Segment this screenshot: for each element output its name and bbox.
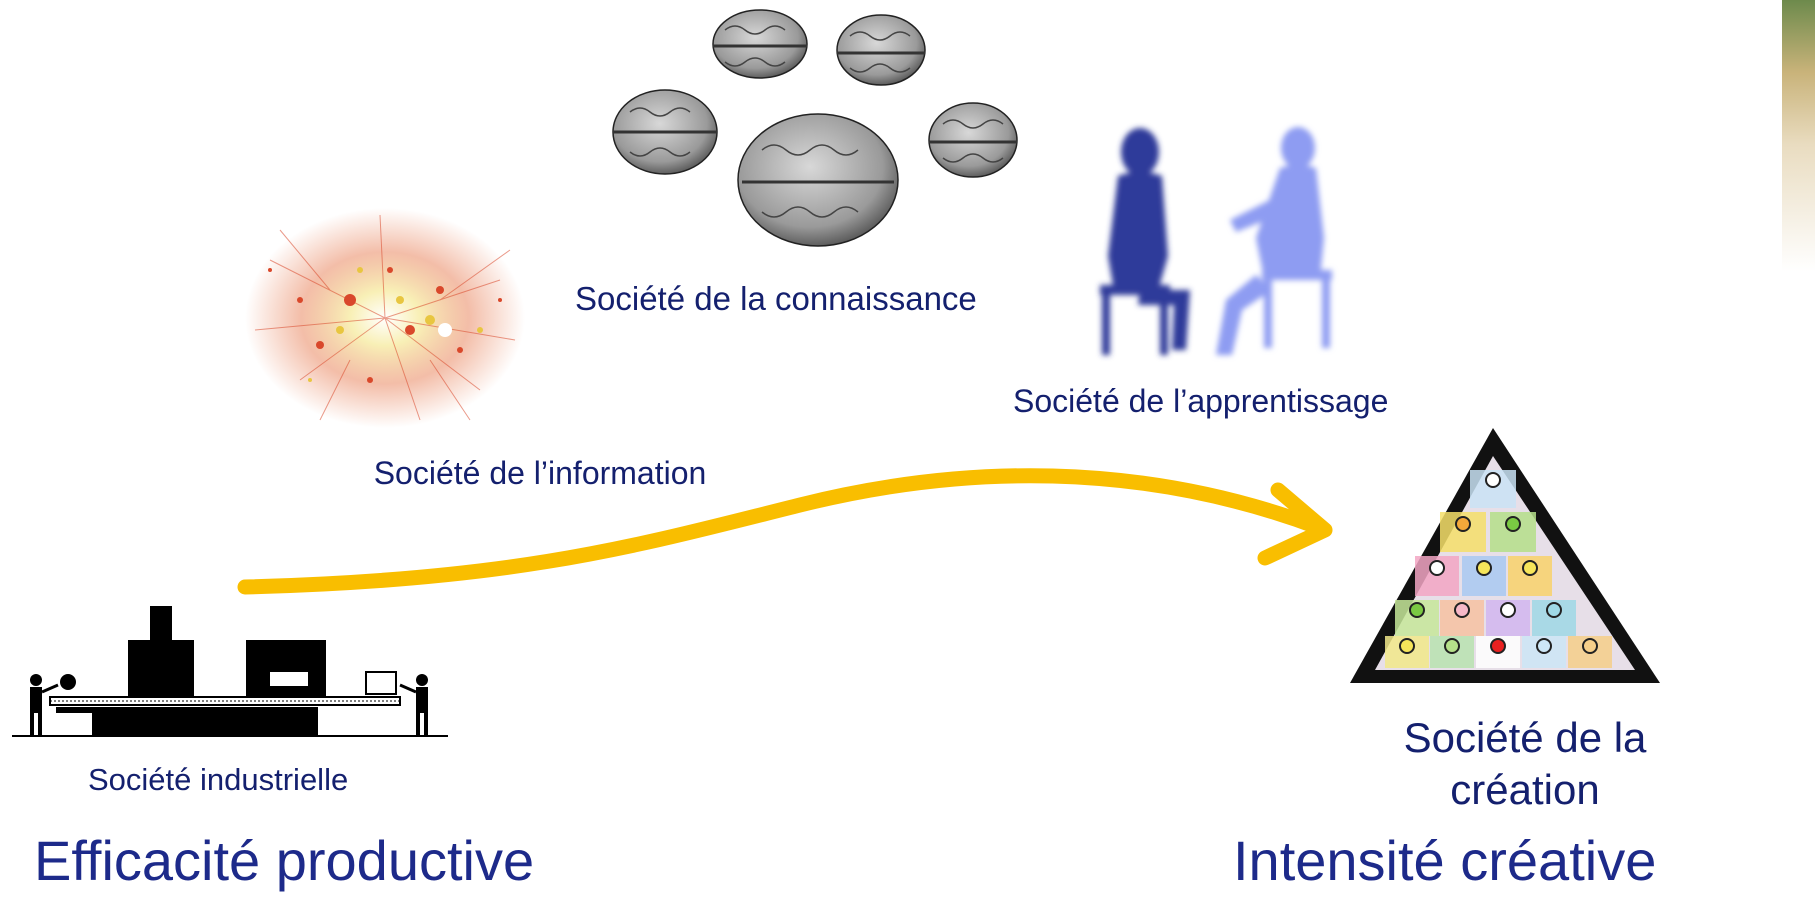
photo-edge-strip bbox=[1782, 0, 1815, 905]
outcome-productive-efficiency: Efficacité productive bbox=[34, 829, 535, 892]
label-creation-line-2: création bbox=[1450, 766, 1600, 813]
industrial-machine-image bbox=[12, 606, 448, 737]
label-learning-society: Société de l’apprentissage bbox=[1013, 383, 1389, 419]
brain-top-left-icon bbox=[712, 9, 808, 79]
label-knowledge-society: Société de la connaissance bbox=[575, 280, 977, 317]
outcome-creative-intensity: Intensité créative bbox=[1233, 829, 1657, 892]
seated-person-dark-icon bbox=[1100, 128, 1190, 355]
worker-left-icon bbox=[30, 674, 59, 736]
learning-silhouettes-image bbox=[1100, 127, 1332, 355]
brain-right-icon bbox=[928, 102, 1018, 178]
creation-pyramid-image bbox=[1350, 428, 1660, 683]
label-creation-society: Société de la création bbox=[1375, 712, 1675, 816]
brain-top-right-icon bbox=[836, 14, 926, 86]
knowledge-brains-image bbox=[612, 9, 1018, 247]
label-information-society: Société de l’information bbox=[373, 455, 707, 491]
seated-person-light-icon bbox=[1216, 127, 1332, 355]
worker-right-icon bbox=[399, 674, 428, 736]
brain-center-icon bbox=[737, 113, 899, 247]
brain-left-icon bbox=[612, 89, 718, 175]
progression-arrow bbox=[237, 468, 1333, 595]
label-industrial-society: Société industrielle bbox=[88, 762, 349, 797]
information-network-image bbox=[245, 208, 525, 428]
label-creation-line-1: Société de la bbox=[1403, 714, 1647, 761]
